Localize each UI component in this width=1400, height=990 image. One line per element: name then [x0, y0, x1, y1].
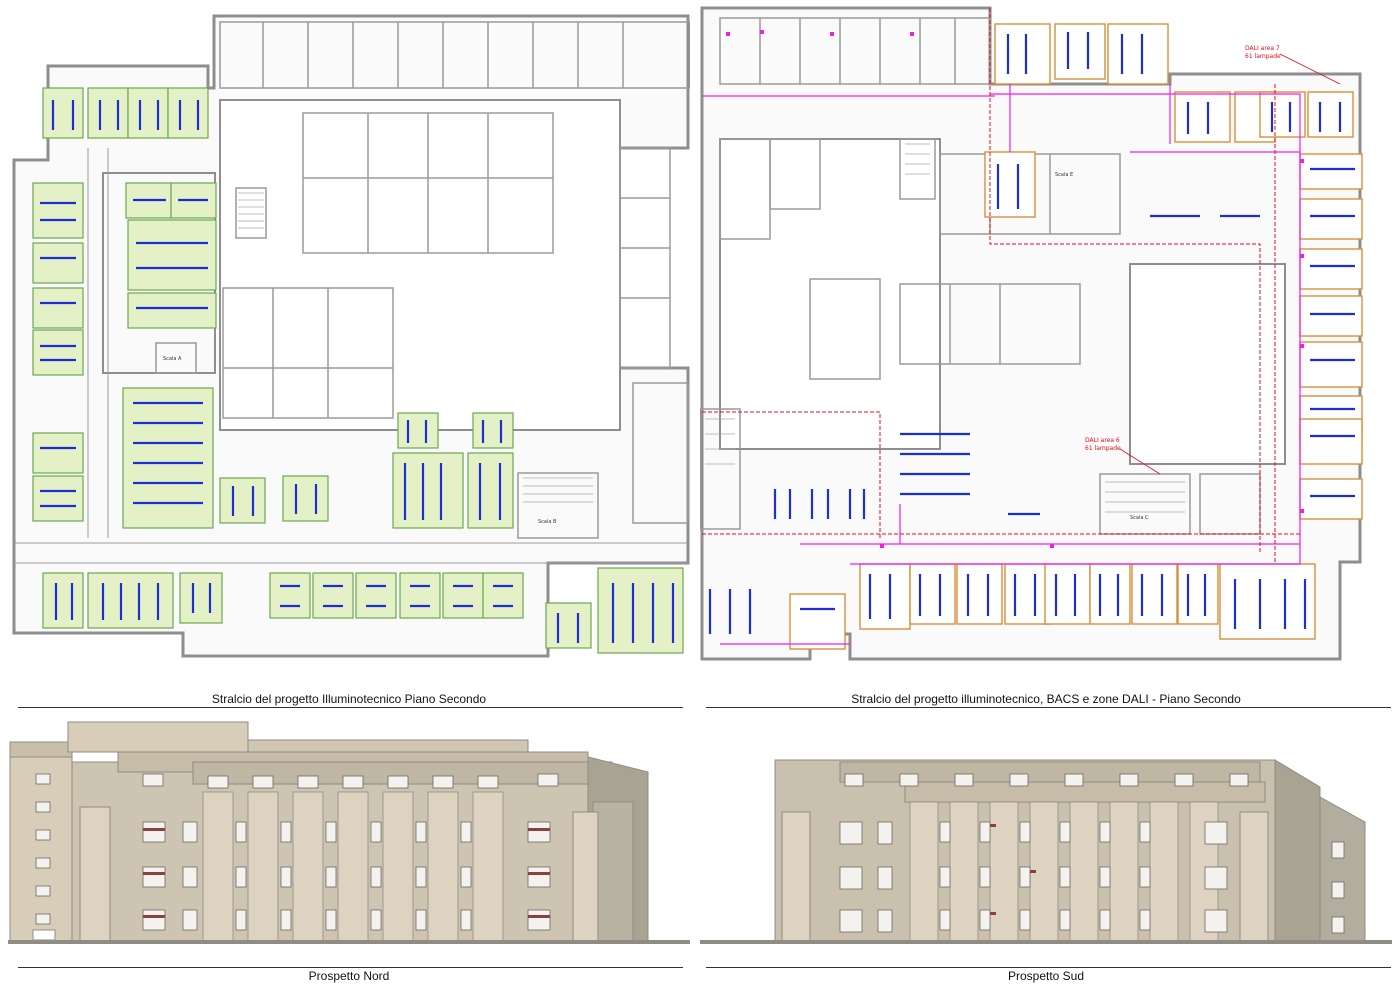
lighting-plan-left: Scala A Scala B: [8, 8, 690, 670]
dali-area7-label-line1: DALI area 7: [1245, 45, 1280, 52]
caption-elevation-south: Prospetto Sud: [1007, 969, 1085, 983]
caption-plan-left: Stralcio del progetto Illuminotecnico Pi…: [211, 692, 487, 706]
elevation-south-drawing: [700, 759, 1392, 944]
dali-area6-label-line1: DALI area 6: [1085, 437, 1120, 444]
caption-rule-right: [706, 707, 1391, 708]
elevation-south: [700, 712, 1392, 968]
lighting-bacs-dali-plan-right-drawing: Scala C Scala E: [700, 6, 1363, 661]
scala-a-label: Scala A: [163, 356, 182, 362]
caption-rule-south: [706, 967, 1391, 968]
caption-rule-left: [18, 707, 683, 708]
scala-b-label: Scala B: [538, 519, 557, 525]
caption-rule-north: [18, 967, 683, 968]
elevation-north-drawing: [8, 721, 690, 944]
lighting-plan-left-drawing: Scala A Scala B: [12, 14, 690, 658]
caption-plan-right: Stralcio del progetto illuminotecnico, B…: [851, 692, 1241, 706]
lighting-bacs-dali-plan-right: Scala C Scala E: [700, 4, 1392, 670]
scala-c-label: Scala C: [1130, 515, 1149, 521]
elevation-north: [8, 712, 690, 968]
caption-elevation-north: Prospetto Nord: [308, 969, 390, 983]
dali-area7-label-line2: 61 lampade: [1245, 53, 1281, 60]
dali-area6-label-line2: 61 lampade: [1085, 445, 1121, 452]
scala-e-label: Scala E: [1055, 172, 1073, 178]
